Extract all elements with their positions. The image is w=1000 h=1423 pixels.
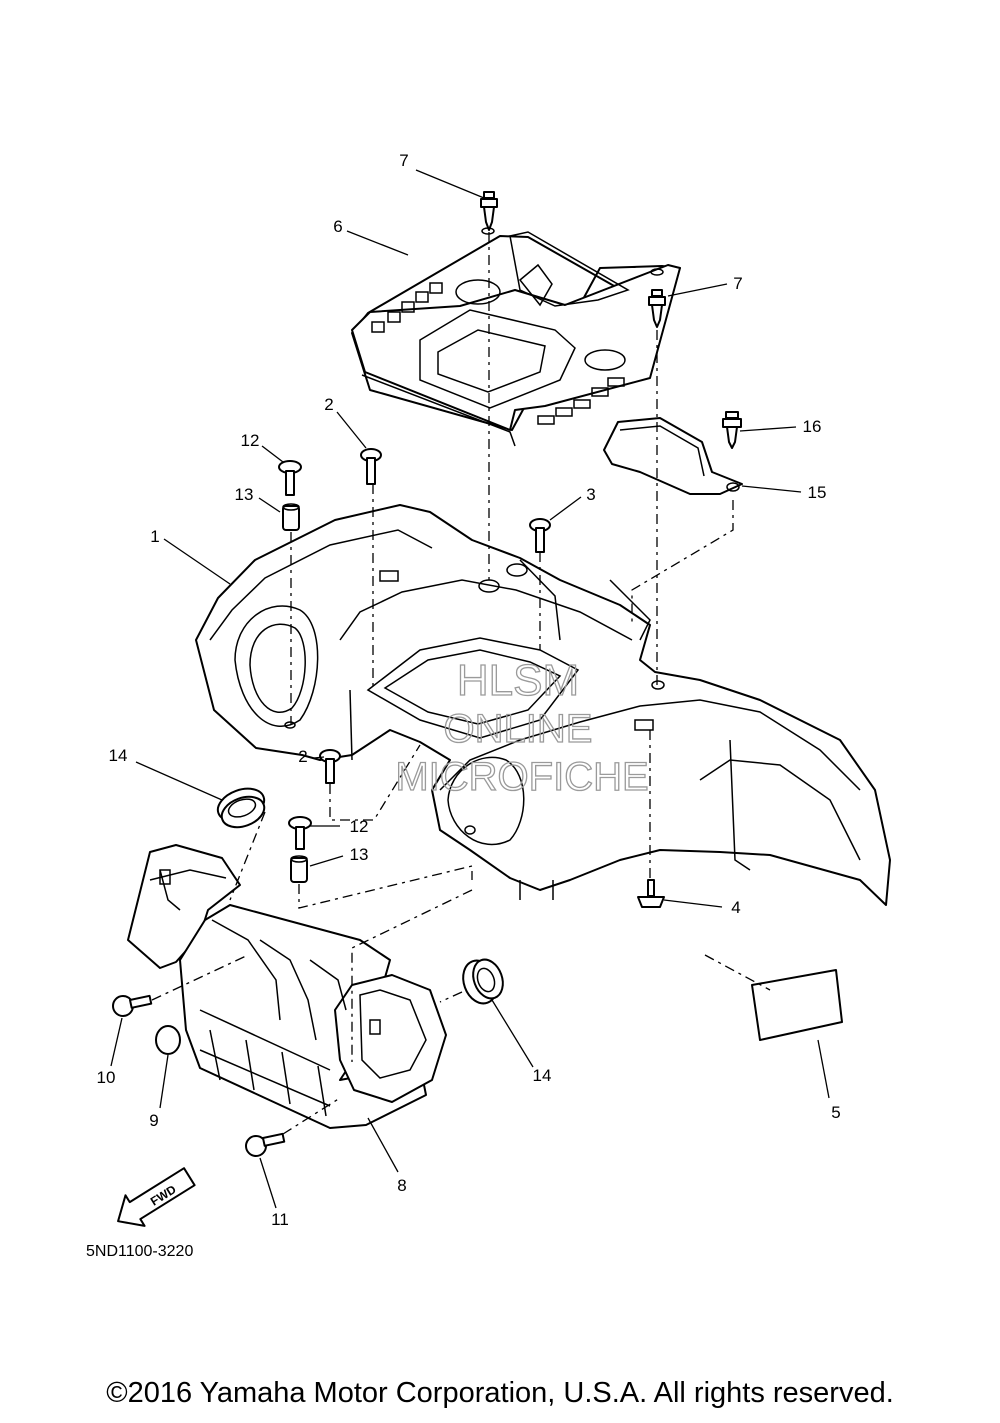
callout-16: 16	[803, 417, 822, 436]
watermark-line-3: MICROFICHE	[395, 755, 648, 799]
callout-15: 15	[808, 483, 827, 502]
part-15-bracket[interactable]	[603, 417, 743, 495]
callouts: 7 6 7 2 12 16 3 13 15 1 14 2 12 13 4 10 …	[97, 151, 841, 1229]
callout-1: 1	[150, 527, 159, 546]
bolt-3[interactable]	[529, 518, 551, 553]
callout-14-left: 14	[109, 746, 128, 765]
vent-slots-right	[537, 377, 625, 425]
copyright-notice: ©2016 Yamaha Motor Corporation, U.S.A. A…	[106, 1377, 894, 1409]
fastener-16[interactable]	[722, 411, 742, 449]
leader-lines	[110, 169, 830, 1209]
part-14-grommet-left[interactable]	[213, 783, 268, 833]
callout-8: 8	[397, 1176, 406, 1195]
callout-13-lower: 13	[350, 845, 369, 864]
callout-2-lower: 2	[298, 747, 307, 766]
watermark-line-2: ONLINE	[444, 707, 593, 751]
fastener-7-upper[interactable]	[480, 191, 498, 231]
part-8-front-guard[interactable]	[127, 844, 447, 1129]
part-6-top-cover[interactable]	[351, 227, 681, 447]
fwd-arrow: FWD	[117, 1167, 196, 1227]
fastener-7-right[interactable]	[648, 289, 666, 328]
bolt-11[interactable]	[245, 1132, 286, 1157]
bolt-12-upper[interactable]	[278, 460, 302, 496]
callout-5: 5	[831, 1103, 840, 1122]
callout-7-right: 7	[733, 274, 742, 293]
callout-4: 4	[731, 898, 740, 917]
collar-13-upper[interactable]	[282, 503, 300, 531]
assembly-lines	[151, 232, 771, 1135]
watermark-line-1: HLSM	[457, 656, 579, 705]
callout-12-upper: 12	[241, 431, 260, 450]
bolt-2-upper[interactable]	[360, 448, 382, 485]
bolt-2-lower[interactable]	[319, 749, 341, 784]
callout-11: 11	[271, 1210, 289, 1229]
drawing-code: 5ND1100-3220	[86, 1243, 193, 1260]
callout-7-upper: 7	[399, 151, 408, 170]
watermark: HLSM ONLINE MICROFICHE	[395, 655, 650, 799]
callout-14-right: 14	[533, 1066, 552, 1085]
bolt-12-lower[interactable]	[288, 816, 312, 850]
collar-13-lower[interactable]	[290, 855, 308, 883]
vent-slots-left	[371, 282, 443, 333]
callout-6: 6	[333, 217, 342, 236]
callout-9: 9	[149, 1111, 158, 1130]
part-1-rear-fender[interactable]	[195, 504, 891, 906]
part-5-decal[interactable]	[751, 969, 843, 1041]
part-9-cap[interactable]	[155, 1025, 181, 1055]
part-14-grommet-right[interactable]	[457, 955, 508, 1008]
callout-12-lower: 12	[350, 817, 369, 836]
bolt-10[interactable]	[112, 994, 153, 1017]
screw-4[interactable]	[637, 879, 665, 908]
callout-2-upper: 2	[324, 395, 333, 414]
callout-3: 3	[586, 485, 595, 504]
callout-10: 10	[97, 1068, 116, 1087]
callout-13-upper: 13	[235, 485, 254, 504]
